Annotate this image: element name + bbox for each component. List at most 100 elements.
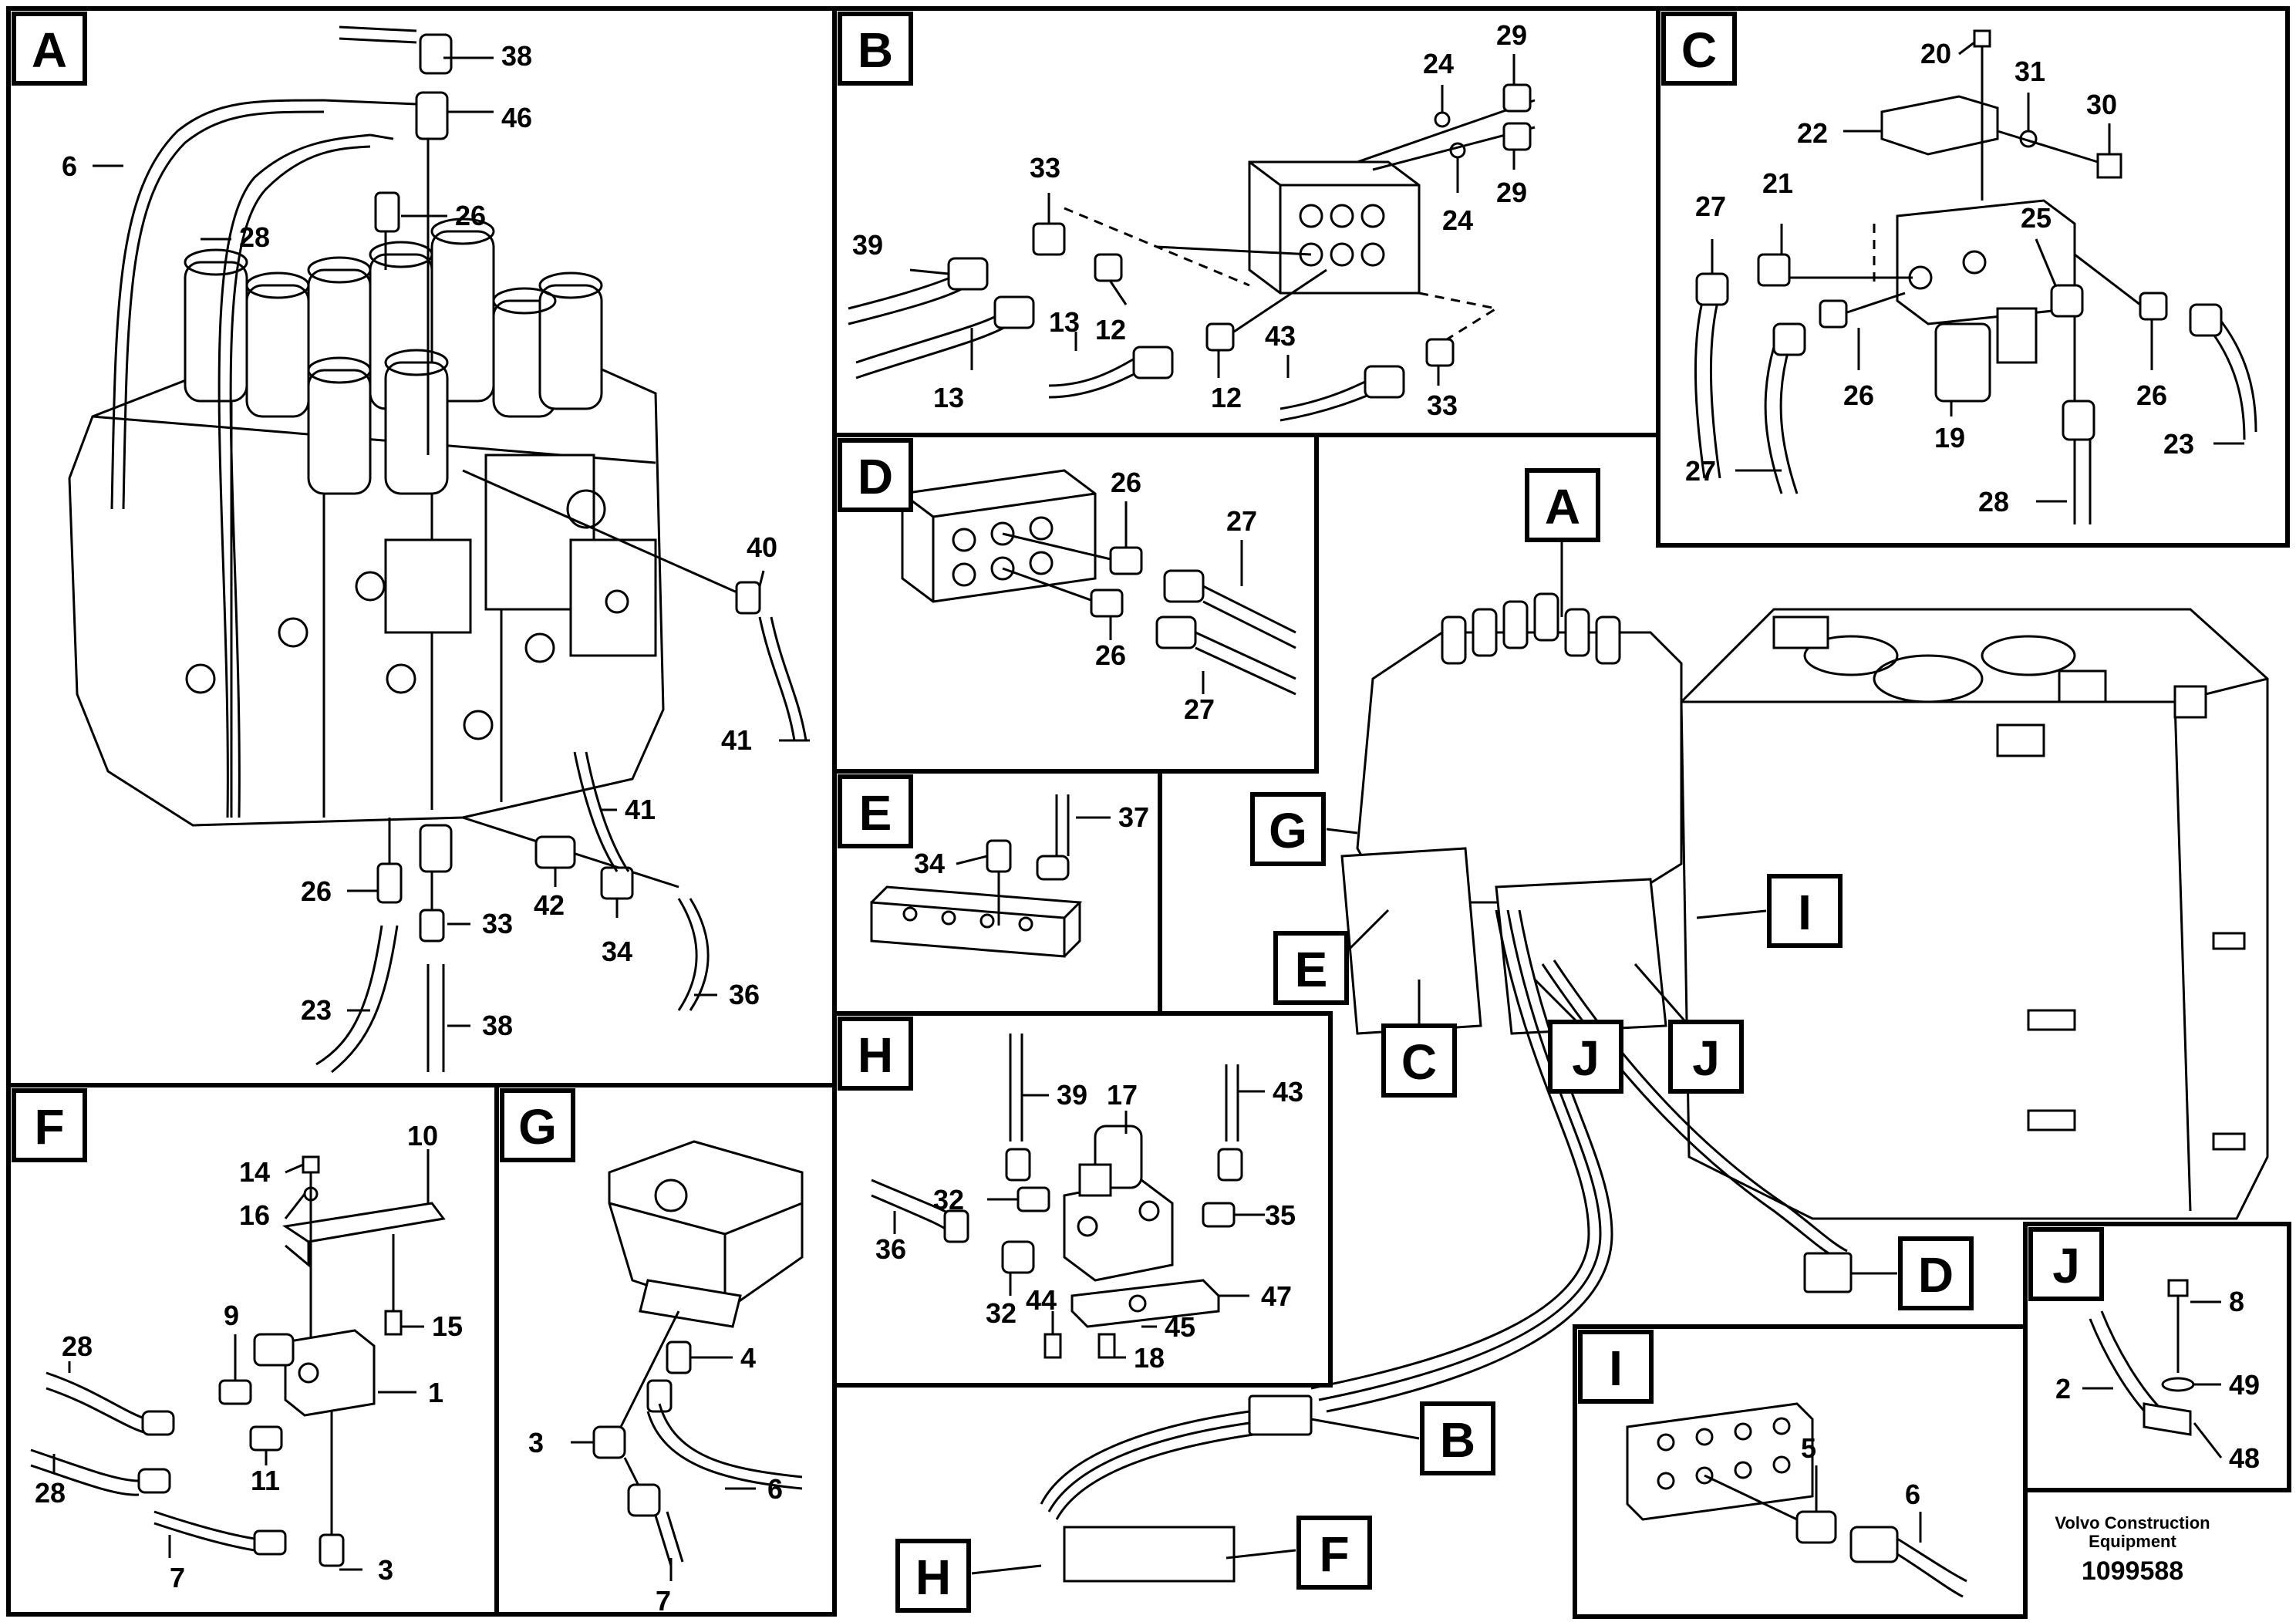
svg-text:E: E [859, 785, 892, 841]
panel-g-label: G [500, 1088, 575, 1162]
overview-marker-c: C [1381, 1023, 1457, 1098]
callout-c-27-top: 27 [1695, 191, 1726, 222]
callout-f-28-bottom: 28 [35, 1477, 66, 1509]
panel-b-label: B [838, 12, 913, 86]
panel-e-drawing [870, 794, 1083, 958]
callout-c-31: 31 [2014, 56, 2045, 87]
callout-f-15: 15 [432, 1310, 463, 1342]
callout-a-34: 34 [602, 936, 632, 967]
callout-b-33-bottom: 33 [1427, 389, 1458, 421]
callout-a-46: 46 [501, 102, 532, 133]
callout-c-27-bottom: 27 [1685, 455, 1716, 487]
callout-h-36: 36 [875, 1233, 906, 1265]
callout-b-24-top: 24 [1423, 48, 1454, 79]
callout-c-30: 30 [2086, 89, 2117, 120]
callout-g-7: 7 [656, 1585, 671, 1617]
svg-text:G: G [518, 1099, 557, 1155]
panel-c-frame [1656, 6, 2290, 548]
panel-c-label: C [1661, 12, 1737, 86]
callout-c-26-right: 26 [2136, 379, 2167, 411]
callout-d-26-bottom: 26 [1095, 639, 1126, 671]
overview-marker-a: A [1525, 468, 1600, 542]
callout-c-20: 20 [1920, 38, 1951, 69]
callout-f-9: 9 [224, 1300, 239, 1331]
svg-text:B: B [858, 22, 893, 78]
document-number: 1099588 [2082, 1556, 2183, 1586]
callout-d-27-top: 27 [1226, 505, 1257, 537]
callout-e-37: 37 [1118, 801, 1149, 833]
callout-b-29-bottom: 29 [1496, 177, 1527, 208]
callout-a-28: 28 [239, 221, 270, 253]
callout-d-27-bottom: 27 [1184, 693, 1215, 725]
panel-a-drawing [68, 25, 807, 1074]
panel-j-drawing [2089, 1279, 2195, 1436]
callout-c-23: 23 [2163, 428, 2194, 460]
callout-c-21: 21 [1762, 167, 1793, 199]
callout-a-26-bottom: 26 [301, 875, 332, 907]
panel-d-drawing [901, 469, 1296, 696]
svg-text:A: A [32, 22, 67, 78]
callout-a-33: 33 [482, 908, 513, 939]
callout-b-13-bottom: 13 [933, 382, 964, 413]
callout-h-32-bottom: 32 [986, 1297, 1017, 1329]
svg-text:J: J [1572, 1030, 1600, 1086]
callout-f-11: 11 [251, 1465, 280, 1496]
callout-h-39: 39 [1057, 1079, 1087, 1111]
panel-j-frame [2023, 1222, 2291, 1492]
callout-a-42: 42 [534, 889, 565, 921]
callout-h-44: 44 [1026, 1284, 1057, 1316]
callout-a-40: 40 [747, 531, 777, 563]
panel-j-label: J [2028, 1227, 2104, 1301]
callout-c-25: 25 [2021, 202, 2052, 234]
panel-letter-boxes: A B C D E H F G [12, 12, 2104, 1404]
callout-a-41-lower: 41 [625, 794, 656, 825]
callout-c-19: 19 [1934, 422, 1965, 454]
svg-text:H: H [915, 1549, 951, 1605]
callout-f-28-top: 28 [62, 1330, 93, 1362]
overview-markers: A G E C J J I D B H F [895, 468, 1974, 1613]
panel-frames [6, 6, 2291, 1619]
callout-i-6: 6 [1905, 1479, 1920, 1510]
callout-b-13-top: 13 [1049, 306, 1080, 338]
panel-f-label: F [12, 1088, 87, 1162]
overview-marker-b: B [1420, 1401, 1495, 1475]
overview-marker-d: D [1898, 1236, 1974, 1310]
callout-b-29-top: 29 [1496, 19, 1527, 51]
overview-drawing [1040, 592, 2269, 1583]
callout-h-47: 47 [1261, 1280, 1292, 1312]
overview-marker-j-2: J [1668, 1020, 1744, 1094]
callout-c-26-left: 26 [1843, 379, 1874, 411]
callout-h-45: 45 [1165, 1311, 1195, 1343]
callout-f-16: 16 [239, 1199, 270, 1231]
callout-numbers: 38 46 6 26 28 40 41 41 26 42 34 33 23 38… [35, 19, 2260, 1617]
callout-j-2: 2 [2055, 1373, 2071, 1404]
panel-b-drawing [848, 83, 1536, 422]
callout-leaders [52, 41, 2244, 1581]
callout-b-24-bottom: 24 [1442, 204, 1473, 236]
callout-h-18: 18 [1134, 1342, 1165, 1374]
svg-text:B: B [1440, 1412, 1475, 1468]
callout-b-43: 43 [1265, 320, 1296, 352]
panel-c-drawing [1694, 29, 2257, 524]
callout-h-43: 43 [1273, 1076, 1303, 1108]
overview-marker-i: I [1767, 874, 1843, 948]
overview-marker-f: F [1296, 1516, 1372, 1590]
callout-a-6: 6 [62, 150, 77, 182]
overview-marker-g: G [1250, 792, 1326, 866]
panel-h-drawing [871, 1034, 1243, 1359]
callout-a-38-bottom: 38 [482, 1010, 513, 1041]
svg-text:D: D [858, 449, 893, 504]
callout-e-34: 34 [914, 848, 945, 879]
panel-i-label: I [1578, 1330, 1654, 1404]
callout-f-10: 10 [407, 1120, 438, 1152]
panel-b-frame [832, 6, 1660, 437]
svg-text:E: E [1295, 942, 1328, 997]
panel-i-drawing [1626, 1402, 1967, 1598]
svg-text:A: A [1545, 479, 1580, 534]
callout-i-5: 5 [1801, 1432, 1816, 1464]
callout-a-38-top: 38 [501, 40, 532, 72]
panel-h-label: H [838, 1017, 913, 1091]
callout-a-41-right: 41 [721, 724, 752, 756]
svg-text:H: H [858, 1027, 893, 1083]
panel-d-label: D [838, 438, 913, 512]
